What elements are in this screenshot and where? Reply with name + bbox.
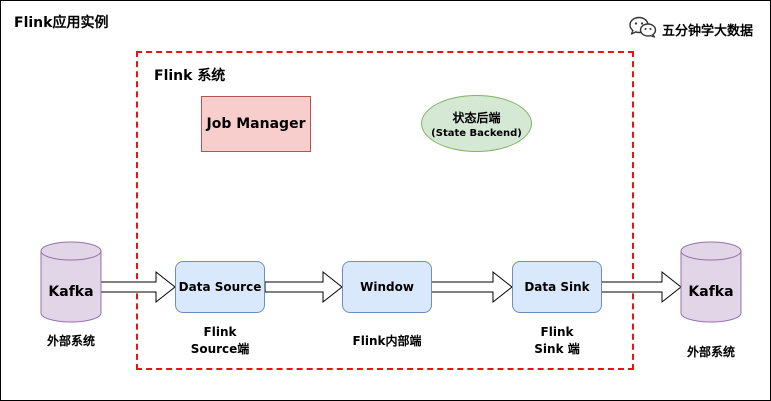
window-label: Window — [360, 280, 414, 294]
kafka-left-label: Kafka — [48, 284, 94, 300]
window-node: Window — [342, 261, 432, 313]
kafka-right-caption: 外部系统 — [686, 345, 735, 359]
flink-system-label: Flink 系统 — [154, 68, 226, 84]
sink-caption-line2: Sink 端 — [534, 342, 580, 356]
sink-caption: Flink Sink 端 — [506, 324, 608, 358]
state-backend-label: 状态后端 — [452, 110, 501, 125]
source-caption-line1: Flink — [203, 325, 237, 339]
brand-text: 五分钟学大数据 — [662, 23, 754, 39]
arrow-window-to-sink — [430, 270, 513, 304]
kafka-left-caption: 外部系统 — [46, 334, 95, 348]
source-caption: Flink Source端 — [169, 324, 271, 358]
sink-caption-line1: Flink — [540, 325, 574, 339]
data-sink-label: Data Sink — [524, 280, 590, 294]
data-sink-node: Data Sink — [512, 261, 602, 313]
brand: 五分钟学大数据 — [629, 16, 753, 42]
arrow-source-to-window — [264, 270, 343, 304]
kafka-right-cylinder — [680, 241, 742, 323]
job-manager-box: Job Manager — [201, 96, 311, 152]
flink-system-boundary — [136, 51, 634, 370]
arrow-kafka-to-source — [100, 270, 176, 304]
wechat-icon — [629, 16, 657, 42]
source-caption-line2: Source端 — [190, 342, 250, 356]
arrow-sink-to-kafka — [600, 270, 682, 304]
kafka-left-cylinder — [40, 241, 102, 323]
state-backend-sublabel: (State Backend) — [431, 127, 522, 139]
state-backend-ellipse: 状态后端 (State Backend) — [421, 95, 532, 152]
diagram-title: Flink应用实例 — [14, 15, 109, 31]
window-caption: Flink内部端 — [352, 334, 422, 348]
data-source-label: Data Source — [178, 280, 262, 294]
data-source-node: Data Source — [175, 261, 265, 313]
kafka-right-label: Kafka — [688, 284, 734, 300]
job-manager-label: Job Manager — [206, 116, 306, 132]
